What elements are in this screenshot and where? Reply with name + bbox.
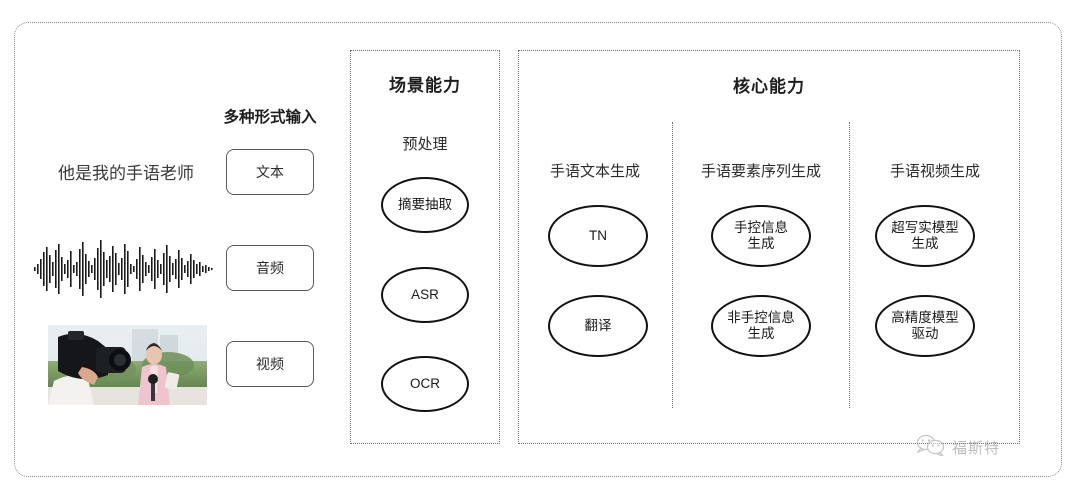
node-label-line1: 手控信息	[734, 219, 788, 235]
scene-panel-title: 场景能力	[389, 76, 461, 95]
node-label: 翻译	[584, 317, 612, 333]
watermark-text: 福斯特	[952, 439, 1001, 457]
core-node-nonmanual-info[interactable]: 非手控信息 生成	[711, 295, 811, 357]
input-box-text[interactable]: 文本	[226, 149, 314, 195]
scene-capability-panel: 场景能力	[350, 50, 500, 444]
node-label: 摘要抽取	[398, 196, 452, 212]
core-column-header-video: 手语视频生成	[889, 163, 980, 180]
node-label-line1: 高精度模型	[891, 309, 959, 325]
core-column-header-text: 手语文本生成	[549, 163, 640, 180]
core-node-translation[interactable]: 翻译	[548, 295, 648, 357]
node-label-line1: 超写实模型	[891, 219, 959, 235]
scene-node-ocr[interactable]: OCR	[381, 356, 469, 412]
node-label: OCR	[410, 375, 440, 391]
core-node-tn[interactable]: TN	[548, 205, 648, 267]
scene-node-asr[interactable]: ASR	[381, 267, 469, 323]
core-column-separator-2	[849, 122, 850, 408]
node-label-line1: 非手控信息	[727, 309, 795, 325]
node-label: ASR	[411, 286, 439, 302]
scene-column-header: 预处理	[402, 136, 448, 153]
core-node-highprecision-model[interactable]: 高精度模型 驱动	[875, 295, 975, 357]
sample-sentence-text: 他是我的手语老师	[58, 164, 194, 183]
core-capability-panel: 核心能力	[518, 50, 1020, 444]
input-box-video[interactable]: 视频	[226, 341, 314, 387]
wechat-icon	[916, 434, 946, 461]
input-box-label: 文本	[256, 164, 284, 180]
node-label-line2: 生成	[747, 236, 775, 251]
core-column-header-elements: 手语要素序列生成	[700, 163, 821, 180]
scene-node-summary[interactable]: 摘要抽取	[381, 177, 469, 233]
core-column-separator-1	[672, 122, 673, 408]
node-label-line2: 生成	[747, 326, 775, 341]
node-label-line2: 驱动	[911, 326, 939, 341]
input-box-label: 视频	[256, 356, 284, 372]
input-section-header: 多种形式输入	[223, 109, 317, 126]
input-box-audio[interactable]: 音频	[226, 245, 314, 291]
outer-dashed-frame	[14, 22, 1062, 477]
watermark: 福斯特	[916, 432, 1000, 462]
core-node-manual-info[interactable]: 手控信息 生成	[711, 205, 811, 267]
video-thumbnail-icon	[48, 325, 207, 405]
node-label-line2: 生成	[911, 236, 939, 251]
core-node-hyperreal-model[interactable]: 超写实模型 生成	[875, 205, 975, 267]
core-panel-title: 核心能力	[733, 77, 805, 96]
waveform-icon	[34, 238, 216, 300]
node-label: TN	[589, 227, 607, 243]
input-box-label: 音频	[256, 260, 284, 276]
